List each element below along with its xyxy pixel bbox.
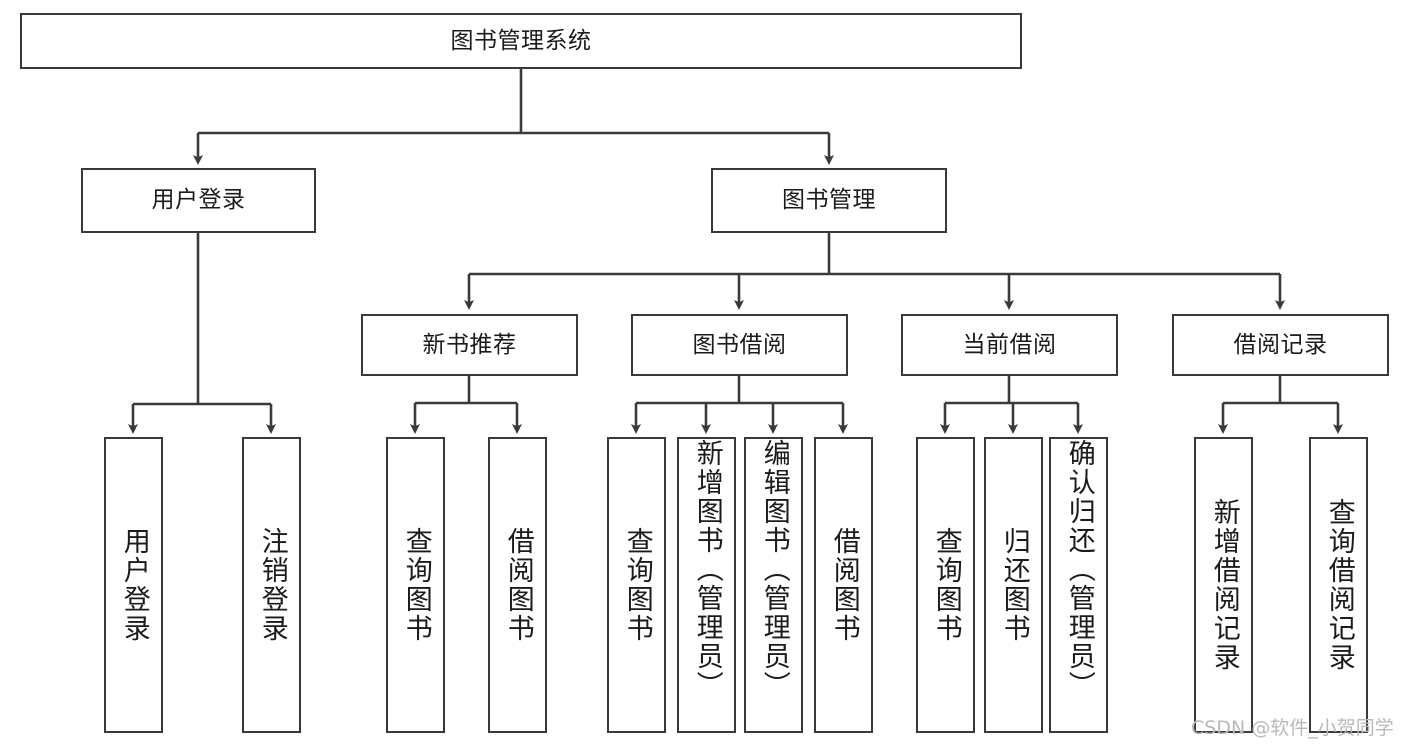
node-leaf-query-book-3[interactable]: 查询图书 — [916, 437, 975, 733]
node-leaf-logout[interactable]: 注销登录 — [242, 437, 301, 733]
node-leaf-edit-book[interactable]: 编辑图书（管理员） — [744, 437, 803, 733]
node-leaf-query-record-label: 查询借阅记录 — [1323, 498, 1355, 672]
node-user-login-label: 用户登录 — [151, 187, 246, 213]
node-book-management-label: 图书管理 — [782, 187, 876, 213]
node-root-label: 图书管理系统 — [450, 27, 592, 54]
watermark-text: CSDN @软件_小贺同学 — [1191, 717, 1394, 739]
node-leaf-query-book-3-label: 查询图书 — [930, 527, 962, 643]
node-book-borrow[interactable]: 图书借阅 — [631, 314, 848, 376]
node-new-book-recommend-label: 新书推荐 — [422, 331, 517, 358]
node-leaf-user-login[interactable]: 用户登录 — [104, 437, 163, 733]
node-leaf-return-book[interactable]: 归还图书 — [984, 437, 1043, 733]
node-leaf-query-book-1[interactable]: 查询图书 — [386, 437, 445, 733]
node-current-borrow[interactable]: 当前借阅 — [901, 314, 1118, 376]
node-leaf-user-login-label: 用户登录 — [118, 527, 150, 643]
node-leaf-confirm-return[interactable]: 确认归还（管理员） — [1049, 437, 1108, 733]
node-leaf-add-record[interactable]: 新增借阅记录 — [1194, 437, 1253, 733]
node-leaf-logout-label: 注销登录 — [256, 527, 288, 643]
node-book-borrow-label: 图书借阅 — [692, 331, 787, 358]
node-current-borrow-label: 当前借阅 — [962, 331, 1057, 358]
node-leaf-add-book-label: 新增图书（管理员） — [691, 439, 723, 700]
node-leaf-borrow-book-1[interactable]: 借阅图书 — [488, 437, 547, 733]
node-book-management[interactable]: 图书管理 — [711, 168, 947, 233]
node-leaf-query-book-2-label: 查询图书 — [621, 527, 653, 643]
node-root[interactable]: 图书管理系统 — [20, 13, 1022, 69]
node-leaf-query-book-2[interactable]: 查询图书 — [607, 437, 666, 733]
node-new-book-recommend[interactable]: 新书推荐 — [361, 314, 578, 376]
node-leaf-edit-book-label: 编辑图书（管理员） — [758, 439, 790, 700]
node-borrow-record[interactable]: 借阅记录 — [1172, 314, 1389, 376]
node-borrow-record-label: 借阅记录 — [1233, 331, 1328, 358]
node-leaf-add-book[interactable]: 新增图书（管理员） — [677, 437, 736, 733]
node-leaf-borrow-book-2[interactable]: 借阅图书 — [814, 437, 873, 733]
node-user-login[interactable]: 用户登录 — [81, 168, 316, 233]
node-leaf-return-book-label: 归还图书 — [998, 527, 1030, 643]
node-leaf-query-book-1-label: 查询图书 — [400, 527, 432, 643]
node-leaf-borrow-book-2-label: 借阅图书 — [828, 527, 860, 643]
node-leaf-add-record-label: 新增借阅记录 — [1208, 498, 1240, 672]
node-leaf-query-record[interactable]: 查询借阅记录 — [1309, 437, 1368, 733]
node-leaf-confirm-return-label: 确认归还（管理员） — [1063, 439, 1095, 700]
node-leaf-borrow-book-1-label: 借阅图书 — [502, 527, 534, 643]
